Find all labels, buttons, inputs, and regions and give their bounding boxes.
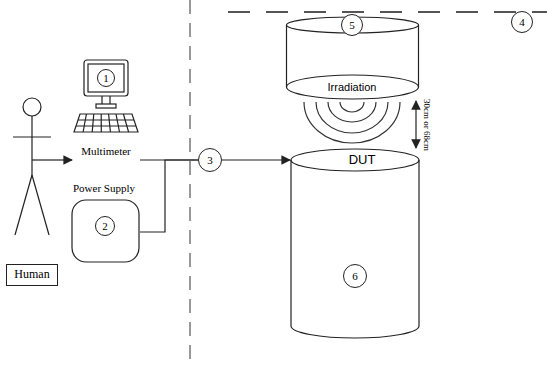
shape-outline: [72, 200, 139, 262]
callout-number: 4: [511, 11, 533, 33]
cylinder-bottom: [287, 75, 419, 99]
node-label: Power Supply: [73, 182, 135, 194]
connector-line: [140, 160, 198, 232]
psu-body: [72, 200, 139, 262]
boundary-dashed-line: [190, 0, 191, 365]
arms: [13, 136, 51, 137]
cylinder-side: [418, 25, 419, 87]
shape-outline: [74, 60, 138, 132]
cylinder-side: [418, 160, 419, 326]
shape-outline: [291, 149, 419, 338]
irradiation-waves: [304, 102, 400, 143]
cylinder-top: [291, 149, 419, 171]
node-label: Irradiation: [328, 81, 377, 93]
monitor-stand: [101, 96, 102, 104]
distance-label: 30cm or 68cm: [421, 96, 431, 152]
monitor-stand: [109, 96, 110, 104]
cylinder-bottom: [291, 326, 419, 338]
keyboard-key: [101, 114, 102, 132]
wave-arc: [340, 102, 364, 112]
shape-outline: [13, 98, 61, 235]
cylinder-side: [286, 25, 287, 87]
dut-cylinder: DUT 6: [290, 148, 420, 343]
callout-number: 2: [95, 216, 115, 236]
cylinder-side: [290, 160, 291, 326]
junction-circle: 3: [198, 148, 222, 172]
monitor-screen: [88, 64, 124, 92]
wave-arc: [328, 102, 376, 122]
head: [23, 98, 41, 116]
connector-line: [222, 159, 290, 160]
node-label: DUT: [349, 153, 376, 167]
node-label: Human: [6, 264, 57, 285]
monitor-base: [96, 104, 116, 108]
keyboard-key: [92, 114, 94, 132]
wave-arc: [316, 102, 388, 133]
power-supply: Power Supply 2: [68, 180, 140, 264]
connector-line: [415, 101, 416, 148]
callout-number: 5: [341, 14, 363, 36]
connector-line: [61, 159, 72, 160]
callout-number: 6: [343, 264, 367, 288]
keyboard-key: [83, 114, 86, 132]
monitor-frame: [84, 60, 128, 96]
node-outline: [290, 148, 420, 343]
human-actor: Human: [3, 95, 61, 290]
keyboard: [74, 114, 138, 132]
chamber-dashed-line: [228, 11, 547, 13]
leg: [32, 175, 49, 235]
keyboard-key: [123, 114, 128, 132]
node-outline: [3, 95, 61, 290]
keyboard-key: [116, 114, 120, 132]
irradiation-source: 5Irradiation: [285, 15, 420, 101]
keyboard-key: [109, 114, 111, 132]
signal-wire: [32, 159, 61, 160]
callout-number: 1: [97, 69, 115, 87]
wave-arc: [304, 102, 400, 143]
leg: [15, 175, 32, 235]
body: [31, 116, 32, 175]
node-label: Multimeter: [81, 145, 131, 157]
node-label: 3: [207, 154, 213, 166]
multimeter-icon: 1Multimeter: [72, 58, 140, 162]
